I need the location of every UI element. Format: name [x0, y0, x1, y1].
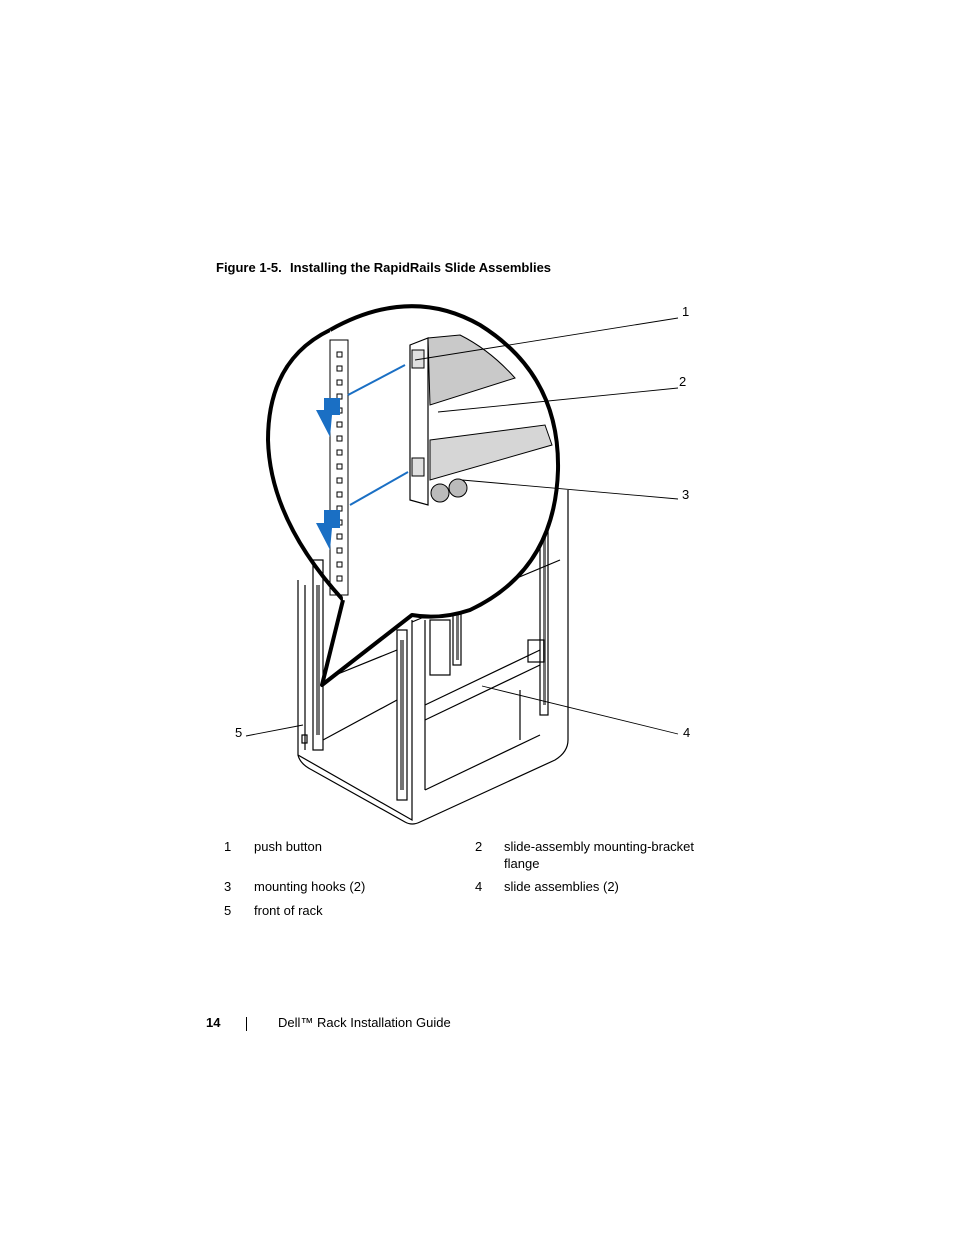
rapidrails-illustration: 1 2 3 4 5: [235, 304, 690, 825]
legend-text: front of rack: [254, 903, 323, 918]
page-number: 14: [206, 1015, 221, 1030]
callout-1: 1: [682, 304, 689, 319]
callout-leaders: [245, 317, 679, 737]
callout-3: 3: [682, 487, 689, 502]
callout-5: 5: [235, 725, 242, 740]
rack-drawing: [297, 490, 569, 825]
legend-num: 4: [475, 879, 483, 894]
legend-text: mounting hooks (2): [254, 879, 366, 894]
legend-text: push button: [254, 839, 322, 854]
callout-numbers: 1 2 3 4 5: [235, 304, 690, 740]
rail-holes: [316, 520, 546, 790]
magnified-detail: [329, 334, 553, 596]
insertion-arrows: [316, 364, 409, 550]
legend-text: slide assemblies (2): [504, 879, 619, 894]
figure-number: Figure 1-5.: [216, 260, 282, 275]
figure-title: Installing the RapidRails Slide Assembli…: [290, 260, 552, 275]
legend-text: slide-assembly mounting-bracket flange: [504, 838, 704, 872]
document-title: Dell™ Rack Installation Guide: [278, 1015, 451, 1030]
magnifier-outline: [265, 328, 345, 602]
legend-num: 3: [224, 879, 232, 894]
figure-caption: Figure 1-5. Installing the RapidRails Sli…: [216, 260, 551, 275]
legend-num: 5: [224, 903, 232, 918]
callout-2: 2: [679, 374, 686, 389]
callout-4: 4: [683, 725, 690, 740]
legend-num: 1: [224, 839, 232, 854]
legend-num: 2: [475, 839, 483, 854]
legend-text-line1: slide-assembly mounting-bracket: [504, 839, 695, 854]
footer-separator: [246, 1017, 247, 1031]
legend-text-line2: flange: [504, 856, 540, 871]
